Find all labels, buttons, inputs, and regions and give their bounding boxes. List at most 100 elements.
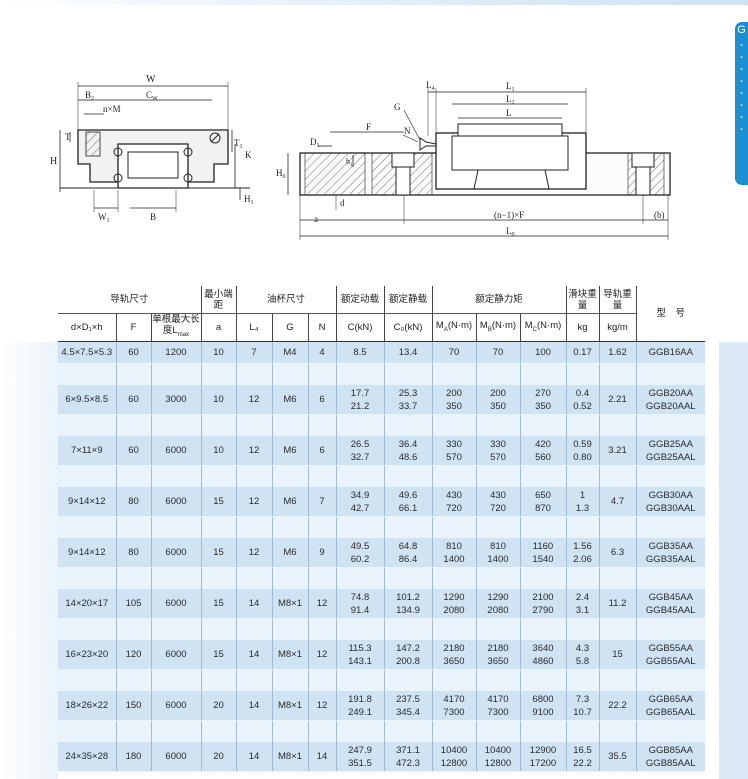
cell-dDh: 18×26×22	[58, 691, 117, 721]
th-MC: MC(N·m)	[520, 313, 567, 342]
label-B2: B2	[85, 90, 94, 102]
spacer-cell	[566, 618, 600, 640]
cell-line: 420	[535, 438, 551, 450]
cell-line: 4860	[532, 655, 554, 667]
cell-line: 0.59	[573, 438, 592, 450]
spacer-cell	[201, 669, 237, 691]
cell-G: M4	[272, 341, 309, 364]
spacer-cell	[236, 720, 273, 742]
spacer-cell	[476, 516, 521, 538]
cell-kgm: 4.7	[599, 487, 637, 517]
cell-line: 32.7	[350, 451, 370, 463]
spacer-cell	[432, 465, 477, 487]
cell-line: 17.7	[350, 387, 370, 399]
spacer-cell	[336, 414, 385, 436]
spacer-cell	[308, 720, 337, 742]
cell-line: 650	[535, 489, 551, 501]
cell-a: 15	[201, 538, 237, 568]
label-T1: T1	[234, 138, 243, 150]
spacer-cell	[201, 516, 237, 538]
cell-line: 33.7	[398, 400, 418, 412]
cell-line: 1290	[487, 591, 509, 603]
cell-line: GGB30AA	[648, 489, 693, 501]
cell-line: GGB65AAL	[645, 706, 696, 718]
cell-L4: 12	[236, 538, 273, 568]
spacer-cell	[636, 414, 705, 436]
table-left-band	[0, 342, 58, 779]
cell-line: GGB25AA	[648, 438, 693, 450]
spacer-cell	[520, 363, 567, 385]
spacer-cell	[432, 414, 477, 436]
cell-line: 60.2	[350, 553, 370, 565]
spacer-cell	[236, 363, 273, 385]
spacer-cell	[476, 567, 521, 589]
cell-line: 143.1	[348, 655, 372, 667]
cell-line: 720	[490, 502, 506, 514]
cell-line: 3650	[443, 655, 465, 667]
cell-line: 0.17	[573, 347, 592, 358]
label-G: G	[394, 102, 401, 112]
section-side-tab[interactable]: G ▪▪▪▪▪▪▪▪	[735, 22, 748, 185]
cell-line: 350	[446, 400, 462, 412]
cell-line: GGB16AA	[648, 347, 693, 358]
spacer-cell	[476, 465, 521, 487]
spacer-cell	[308, 465, 337, 487]
cell-max-len: 6000	[151, 436, 202, 466]
label-T: T	[65, 132, 71, 142]
spacer-cell	[599, 669, 637, 691]
spacer-cell	[520, 720, 567, 742]
spacer-cell	[236, 414, 273, 436]
spacer-cell	[384, 720, 433, 742]
technical-drawings: W B2 CW n×M T T1 H K H1 W1 B	[50, 74, 671, 240]
label-H0: H0	[276, 168, 286, 180]
th-kgm: kg/m	[599, 313, 637, 342]
cell-line: 430	[490, 489, 506, 501]
cell-line: 2080	[487, 604, 509, 616]
spacer-cell	[384, 567, 433, 589]
cell-line: 8.5	[353, 347, 367, 358]
spacer-cell	[58, 363, 117, 385]
cell-kgm: 11.2	[599, 589, 637, 619]
cell-line: 91.4	[350, 604, 370, 616]
cell-line: 720	[446, 502, 462, 514]
spacer-cell	[520, 414, 567, 436]
cell-line: GGB20AAL	[645, 400, 696, 412]
spacer-cell	[272, 567, 309, 589]
spacer-cell	[566, 516, 600, 538]
cell-line: 472.3	[396, 757, 420, 769]
cell-dDh: 7×11×9	[58, 436, 117, 466]
spacer-cell	[566, 720, 600, 742]
spacer-cell	[599, 465, 637, 487]
label-b: (b)	[654, 210, 665, 220]
spacer-cell	[336, 363, 385, 385]
spacer-cell	[432, 516, 477, 538]
spacer-cell	[272, 414, 309, 436]
spacer-cell	[636, 669, 705, 691]
cell-line: 2080	[443, 604, 465, 616]
cell-line: 0.4	[575, 387, 590, 399]
cell-max-len: 6000	[151, 691, 202, 721]
spacer-cell	[476, 669, 521, 691]
cell-a: 15	[201, 589, 237, 619]
cell-C: 8.5	[336, 341, 385, 364]
th-MB: MB(N·m)	[476, 313, 521, 342]
